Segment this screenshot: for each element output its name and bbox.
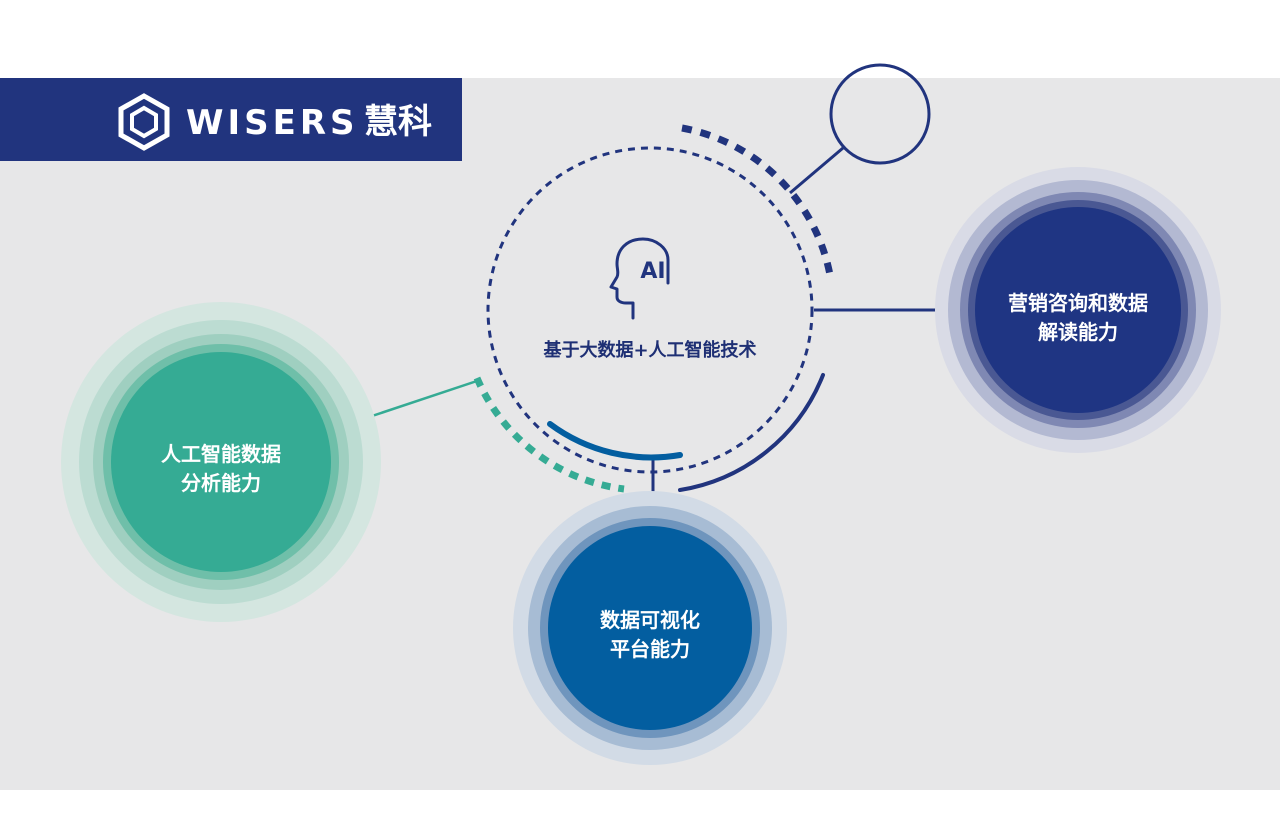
ai-head-icon: AI — [609, 237, 670, 320]
node-data-visualization — [513, 491, 787, 765]
center-dashed-ring — [486, 146, 814, 474]
outline-circle — [829, 63, 931, 165]
brand-wordmark: WISERS — [186, 103, 359, 143]
bottom-solid-arc — [547, 421, 683, 461]
node-marketing-consulting — [935, 167, 1221, 453]
lower-left-dashed-arc — [473, 376, 625, 493]
node-analysis-line-1: 人工智能数据 — [161, 442, 281, 466]
node-visualization-line-2: 平台能力 — [610, 637, 690, 661]
connector-top-circle — [789, 146, 844, 195]
brand-banner — [0, 78, 462, 161]
center-title: 基于大数据+人工智能技术 — [543, 340, 757, 361]
hexagon-logo-icon — [118, 93, 170, 151]
node-analysis-line-2: 分析能力 — [181, 471, 261, 495]
node-visualization-label: 数据可视化 平台能力 — [550, 606, 750, 664]
node-marketing-label: 营销咨询和数据 解读能力 — [978, 289, 1178, 347]
node-marketing-line-1: 营销咨询和数据 — [1008, 291, 1148, 315]
node-visualization-line-1: 数据可视化 — [600, 608, 700, 632]
brand-chinese-name: 慧科 — [364, 102, 432, 142]
node-ai-data-analysis — [61, 302, 381, 622]
lower-right-solid-arc — [678, 373, 825, 492]
upper-right-dashed-arc — [681, 124, 834, 276]
node-marketing-line-2: 解读能力 — [1038, 320, 1118, 344]
node-analysis-label: 人工智能数据 分析能力 — [121, 440, 321, 498]
ai-icon-text: AI — [640, 259, 665, 284]
